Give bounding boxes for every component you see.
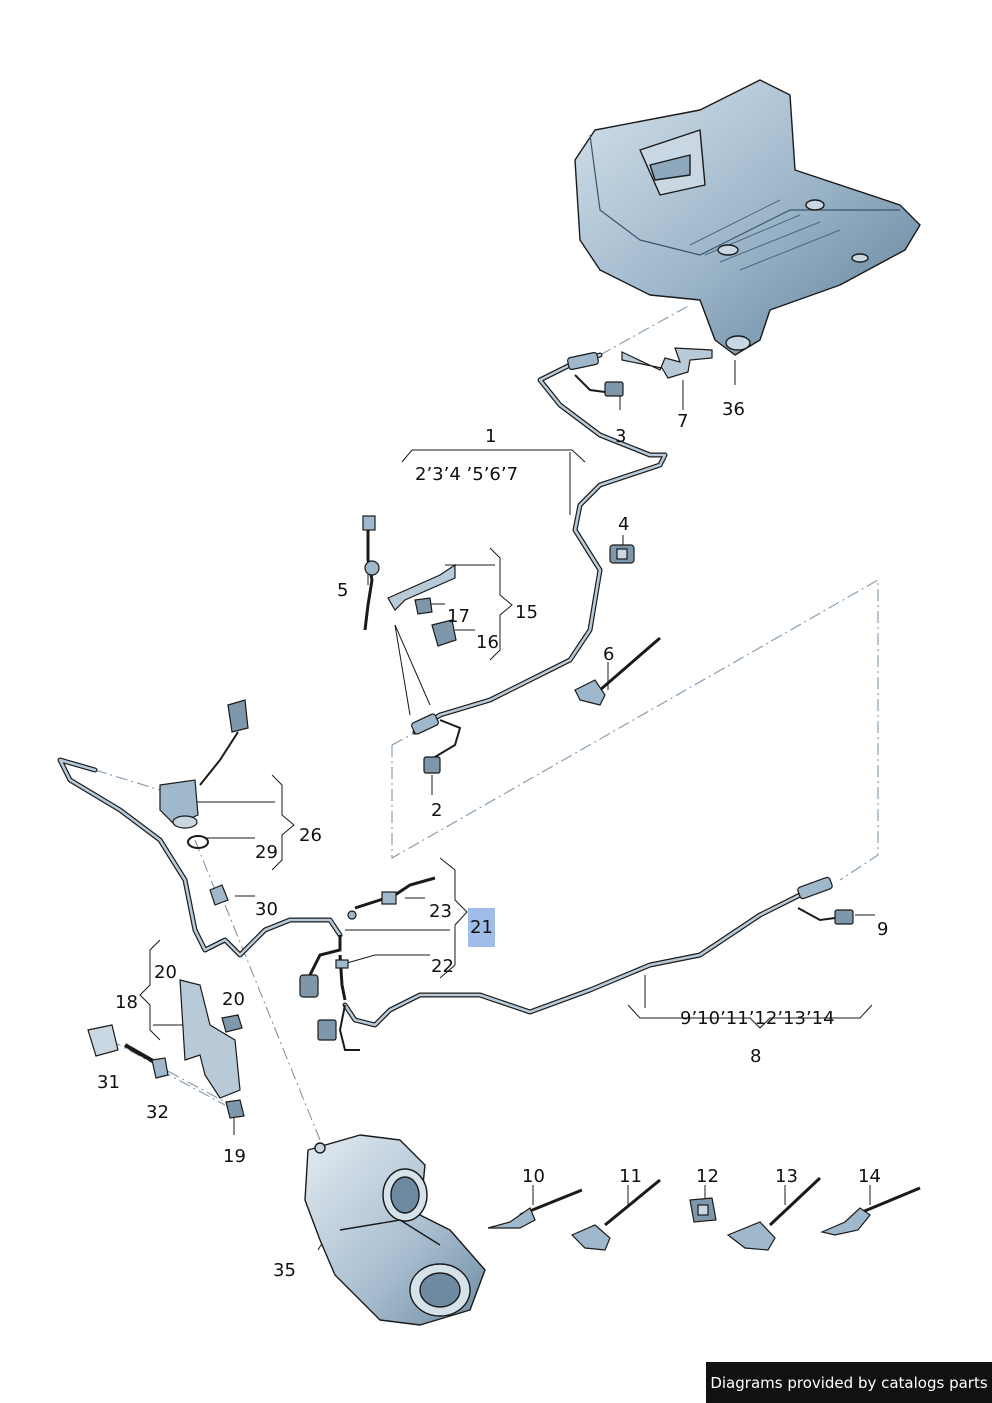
callout-11: 11 (619, 1166, 642, 1187)
line-connectors-lower (317, 876, 854, 1051)
label-leaders (139, 360, 875, 1251)
line-connector-tank (567, 351, 624, 397)
callout-12: 12 (696, 1166, 719, 1187)
callout-29: 29 (255, 842, 278, 863)
callout-3: 3 (615, 426, 627, 447)
callout-9: 9 (877, 919, 889, 940)
callout-21-highlighted[interactable]: 21 (468, 908, 495, 947)
callout-19: 19 (223, 1146, 246, 1167)
callout-1: 1 (485, 426, 497, 447)
clip-4 (609, 544, 635, 564)
callout-8-subparts: 9’10’11’12’13’14 (680, 1008, 835, 1029)
callout-13: 13 (775, 1166, 798, 1187)
cable-tie-6 (574, 636, 661, 706)
catalytic-converter-35 (304, 1134, 486, 1326)
callout-30: 30 (255, 899, 278, 920)
callout-35: 35 (273, 1260, 296, 1281)
callout-18: 18 (115, 992, 138, 1013)
callout-20b: 20 (222, 989, 245, 1010)
callout-2: 2 (431, 800, 443, 821)
callout-17: 17 (447, 606, 470, 627)
cable-tie-14 (820, 1186, 921, 1236)
callout-5: 5 (337, 580, 349, 601)
callout-32: 32 (146, 1102, 169, 1123)
sensor-21 (299, 876, 436, 1001)
callout-8: 8 (750, 1046, 762, 1067)
cable-tie-11 (570, 1178, 661, 1251)
clip-12 (689, 1197, 717, 1223)
bracket-7 (621, 347, 713, 379)
cable-tie-10 (487, 1188, 583, 1229)
callout-1-subparts: 2’3’4 ’5’6’7 (415, 464, 519, 485)
footer-text: Diagrams provided by catalogs parts (710, 1373, 988, 1392)
cable-tie-13 (726, 1176, 822, 1251)
callout-16: 16 (476, 632, 499, 653)
cable-ties-row (487, 1176, 921, 1251)
callout-26: 26 (299, 825, 322, 846)
leader-lines (94, 304, 879, 1141)
callout-22: 22 (431, 956, 454, 977)
callout-23: 23 (429, 901, 452, 922)
callout-10: 10 (522, 1166, 545, 1187)
bracket-18 (87, 979, 245, 1119)
sensor-5-bracket (362, 515, 457, 647)
callout-4: 4 (618, 514, 630, 535)
dosing-line-left (57, 757, 343, 958)
callout-15: 15 (515, 602, 538, 623)
footer-credit: Diagrams provided by catalogs parts (706, 1362, 992, 1403)
line-connector-pump (411, 713, 462, 774)
injector-26 (159, 699, 249, 906)
delivery-line-lower (342, 892, 803, 1028)
reductant-tank (574, 79, 921, 356)
callout-6: 6 (603, 644, 615, 665)
callout-20a: 20 (154, 962, 177, 983)
callout-36: 36 (722, 399, 745, 420)
callout-14: 14 (858, 1166, 881, 1187)
callout-7: 7 (677, 411, 689, 432)
callout-31: 31 (97, 1072, 120, 1093)
